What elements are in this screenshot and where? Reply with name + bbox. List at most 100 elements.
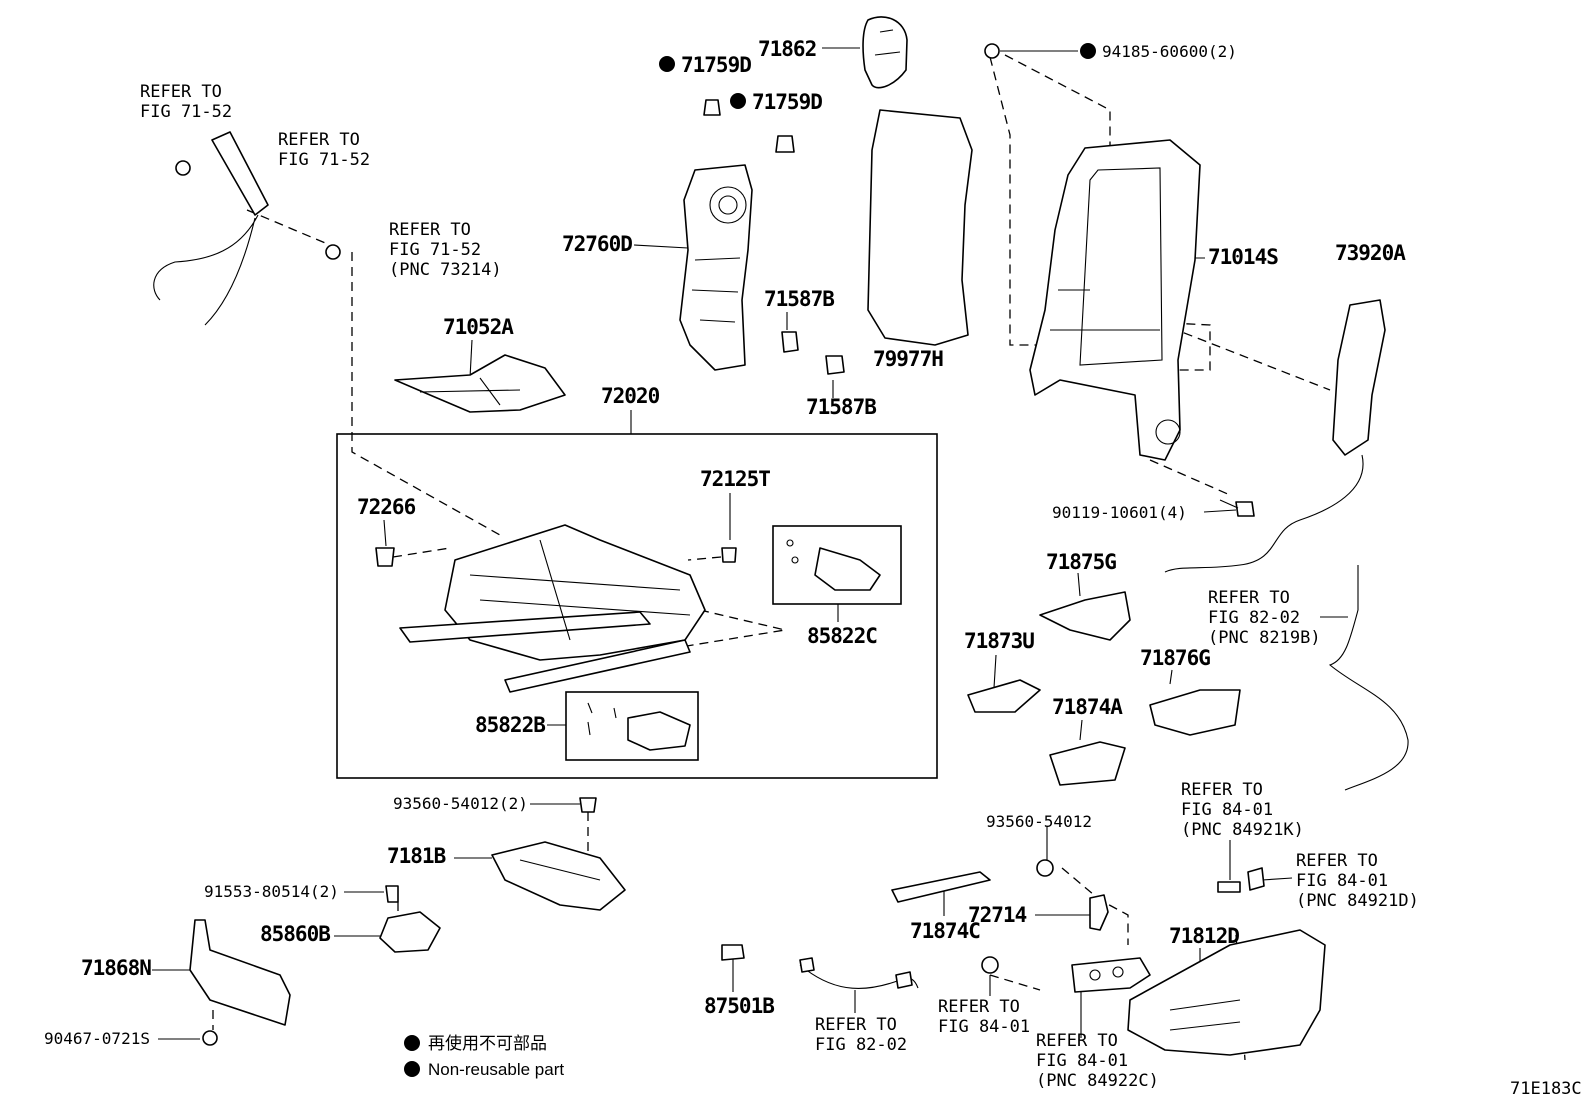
part-label-85860b[interactable]: 85860B	[260, 922, 331, 946]
ref-note-fig-84-01-pnc-84921k[interactable]: REFER TO FIG 84-01 (PNC 84921K)	[1181, 780, 1304, 840]
ref-line: FIG 82-02	[815, 1035, 907, 1055]
ref-line: REFER TO	[1208, 588, 1290, 608]
part-label-71587b[interactable]: 71587B	[806, 395, 877, 419]
part-72714-bracket[interactable]	[1089, 894, 1109, 931]
ref-line: FIG 84-01	[1296, 871, 1388, 891]
part-71875g-cover[interactable]	[1039, 591, 1131, 641]
part-labels: 71862 71759D 71759D 94185-60600(2) 72760…	[44, 37, 1407, 1048]
part-label-90467-0721s[interactable]: 90467-0721S	[44, 1029, 150, 1048]
ref-line: FIG 84-01	[938, 1017, 1030, 1037]
part-label-79977h[interactable]: 79977H	[873, 347, 944, 371]
part-label-71052a[interactable]: 71052A	[443, 315, 515, 339]
part-71874c-trim-strip[interactable]	[891, 871, 991, 903]
part-label-87501b[interactable]: 87501B	[704, 994, 775, 1018]
part-wire-harness-left[interactable]	[153, 131, 269, 326]
part-label-71014s[interactable]: 71014S	[1208, 245, 1279, 269]
part-label-71587b-top[interactable]: 71587B	[764, 287, 835, 311]
part-71862-headrest-cap[interactable]	[862, 16, 908, 89]
part-87501b-connector[interactable]	[721, 944, 745, 961]
part-71052a-link-assembly[interactable]	[394, 354, 566, 413]
part-71759d-clip-a[interactable]	[703, 99, 721, 116]
diagram-code: 71E183C	[1510, 1079, 1582, 1099]
part-85860b-motor[interactable]	[379, 911, 441, 953]
part-90119-bolt[interactable]	[1219, 499, 1255, 517]
part-71587b-clip-b[interactable]	[825, 355, 845, 375]
part-label-73920a[interactable]: 73920A	[1335, 241, 1407, 265]
part-label-72020[interactable]: 72020	[601, 384, 661, 408]
part-71868n-side-cover[interactable]	[189, 919, 291, 1026]
part-71014s-seatback-frame[interactable]	[1029, 139, 1201, 461]
ref-note-fig-84-01[interactable]: REFER TO FIG 84-01	[938, 997, 1030, 1037]
part-79977h-seatback-pad[interactable]	[867, 109, 973, 346]
part-71876g-cover[interactable]	[1149, 689, 1241, 736]
legend: 再使用不可部品 Non-reusable part	[404, 1033, 564, 1079]
part-label-93560-54012-2[interactable]: 93560-54012(2)	[393, 794, 528, 813]
part-label-93560-54012[interactable]: 93560-54012	[986, 812, 1092, 831]
part-switch-knob-84921k[interactable]	[1217, 881, 1241, 893]
ref-note-fig-84-01-pnc-84922c[interactable]: REFER TO FIG 84-01 (PNC 84922C)	[1036, 1031, 1159, 1091]
part-label-7181b[interactable]: 7181B	[387, 844, 447, 868]
part-label-71868n[interactable]: 71868N	[81, 956, 152, 980]
ref-line: FIG 71-52	[140, 102, 232, 122]
part-label-71875g[interactable]: 71875G	[1046, 550, 1117, 574]
part-7181b-bracket[interactable]	[491, 841, 626, 911]
legend-jp: 再使用不可部品	[428, 1033, 547, 1053]
part-71812d-side-shield[interactable]	[1127, 929, 1326, 1056]
non-reusable-marker	[404, 1061, 420, 1077]
ref-note-fig-84-01-pnc-84921d[interactable]: REFER TO FIG 84-01 (PNC 84921D)	[1296, 851, 1419, 911]
ref-line: REFER TO	[389, 220, 471, 240]
part-label-71873u[interactable]: 71873U	[964, 629, 1035, 653]
part-label-72714[interactable]: 72714	[968, 903, 1028, 927]
part-label-71812d[interactable]: 71812D	[1169, 924, 1240, 948]
part-label-71874c[interactable]: 71874C	[910, 919, 981, 943]
ref-line: REFER TO	[1296, 851, 1378, 871]
part-label-72266[interactable]: 72266	[357, 495, 417, 519]
part-72760d-recliner-plate[interactable]	[679, 164, 753, 371]
ref-line: FIG 82-02	[1208, 608, 1300, 628]
part-91553-bolt[interactable]	[385, 885, 399, 903]
ref-line: REFER TO	[1036, 1031, 1118, 1051]
part-label-71759d[interactable]: 71759D	[752, 90, 823, 114]
part-93560-screw[interactable]	[579, 797, 597, 813]
part-94185-nut[interactable]	[984, 43, 1000, 59]
part-label-94185-60600[interactable]: 94185-60600(2)	[1102, 42, 1237, 61]
part-label-90119-10601[interactable]: 90119-10601(4)	[1052, 503, 1187, 522]
ref-line: REFER TO	[1181, 780, 1263, 800]
part-85822b-motor[interactable]	[587, 702, 691, 751]
part-90467-clip[interactable]	[202, 1030, 218, 1046]
part-label-85822c[interactable]: 85822C	[807, 624, 878, 648]
part-label-71759d-top[interactable]: 71759D	[681, 53, 752, 77]
ref-line: (PNC 84921K)	[1181, 820, 1304, 840]
part-label-71876g[interactable]: 71876G	[1140, 646, 1211, 670]
part-label-72125t[interactable]: 72125T	[700, 467, 771, 491]
part-73920a-side-airbag[interactable]	[1164, 299, 1409, 791]
ref-note-fig-71-52-b[interactable]: REFER TO FIG 71-52	[278, 130, 370, 170]
ref-note-fig-71-52-a[interactable]: REFER TO FIG 71-52	[140, 82, 232, 122]
part-72125t-clip[interactable]	[721, 547, 737, 563]
part-label-91553-80514[interactable]: 91553-80514(2)	[204, 882, 339, 901]
non-reusable-marker	[730, 93, 746, 109]
ref-line: FIG 71-52	[389, 240, 481, 260]
part-85822c-motor[interactable]	[786, 539, 881, 591]
part-71759d-clip-b[interactable]	[775, 135, 795, 153]
part-93560-screw-right[interactable]	[1036, 859, 1054, 877]
part-71874a-cover[interactable]	[1049, 741, 1126, 786]
part-71587b-clip-a[interactable]	[781, 331, 799, 353]
part-switch-knob-84921d[interactable]	[1247, 867, 1265, 891]
ref-note-fig-82-02[interactable]: REFER TO FIG 82-02	[815, 1015, 907, 1055]
part-72266-clip[interactable]	[375, 547, 395, 567]
part-switch-assembly[interactable]	[1071, 957, 1151, 993]
part-wire-harness-bottom[interactable]	[799, 957, 919, 989]
part-label-71862[interactable]: 71862	[758, 37, 817, 61]
part-72020-seat-adjuster[interactable]	[399, 524, 706, 693]
ref-note-fig-82-02-pnc-8219b[interactable]: REFER TO FIG 82-02 (PNC 8219B)	[1208, 588, 1321, 648]
part-switch-knob[interactable]	[981, 956, 999, 974]
part-71873u-cover[interactable]	[967, 679, 1041, 713]
part-fastener-73214[interactable]	[325, 244, 341, 260]
part-label-72760d[interactable]: 72760D	[562, 232, 633, 256]
ref-note-fig-71-52-pnc-73214[interactable]: REFER TO FIG 71-52 (PNC 73214)	[389, 220, 502, 280]
motor-box-85822b	[565, 691, 699, 761]
part-label-85822b[interactable]: 85822B	[475, 713, 546, 737]
part-label-71874a[interactable]: 71874A	[1052, 695, 1124, 719]
